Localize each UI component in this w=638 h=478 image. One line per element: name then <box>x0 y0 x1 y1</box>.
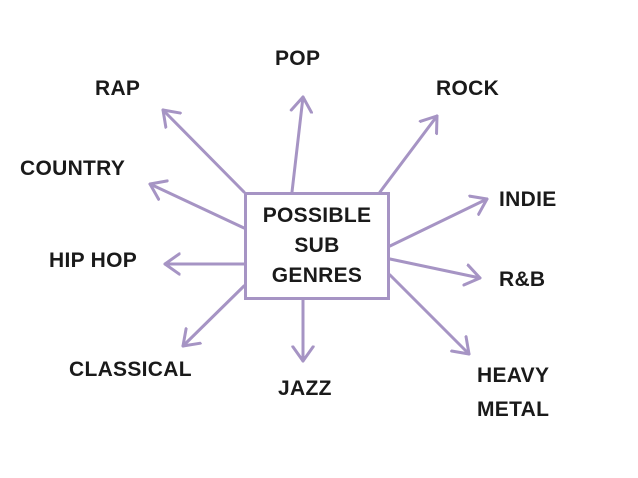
genre-label-indie: INDIE <box>499 188 557 211</box>
center-line-1: POSSIBLE <box>262 204 372 227</box>
genre-label-heavy: HEAVY <box>477 364 550 387</box>
arrow-to-pop <box>292 97 303 194</box>
genre-label-jazz: JAZZ <box>278 377 332 400</box>
arrow-to-heavy-metal <box>388 273 469 354</box>
genre-label-country: COUNTRY <box>20 157 126 180</box>
arrow-to-rap <box>163 110 246 194</box>
center-line-2: SUB <box>294 234 340 257</box>
genre-label-hip-hop: HIP HOP <box>49 249 138 272</box>
genre-label-pop: POP <box>275 47 321 70</box>
arrow-to-rock <box>378 116 437 194</box>
genre-label-rnb: R&B <box>499 268 546 291</box>
arrow-to-rnb <box>388 257 480 278</box>
center-box: POSSIBLE SUB GENRES <box>244 192 390 300</box>
genre-label-classical: CLASSICAL <box>69 358 192 381</box>
center-line-3: GENRES <box>271 264 363 287</box>
arrow-to-country <box>150 184 246 230</box>
genre-label-metal: METAL <box>477 398 550 421</box>
genre-label-rock: ROCK <box>436 77 500 100</box>
arrow-to-indie <box>388 199 487 248</box>
genre-label-rap: RAP <box>95 77 141 100</box>
arrow-to-classical <box>183 284 246 346</box>
